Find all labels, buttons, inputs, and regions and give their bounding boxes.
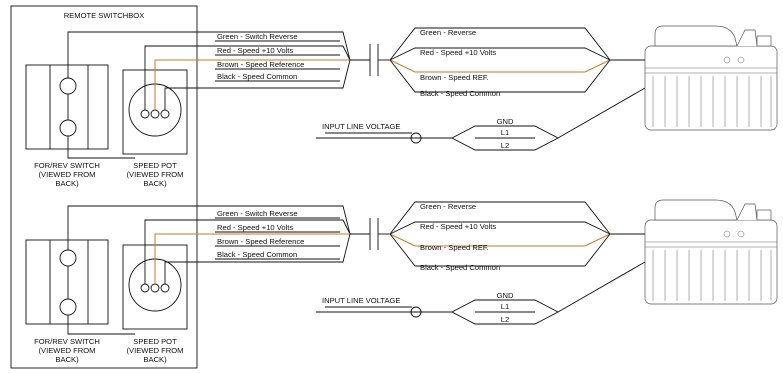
input-line-voltage-label: INPUT LINE VOLTAGE	[322, 296, 401, 305]
switch-label-3: BACK)	[55, 355, 79, 364]
for-rev-switch	[25, 64, 109, 150]
switchbox-wire-3: Brown - Speed Reference	[217, 237, 304, 246]
power-wire-gnd: GND	[497, 117, 514, 126]
switchbox-wire-2: Red - Speed +10 Volts	[217, 223, 293, 232]
motor-wire-2: Red - Speed +10 Volts	[420, 222, 496, 231]
motor-wire-4: Black - Speed Common	[420, 89, 500, 98]
switchbox-wire-2: Red - Speed +10 Volts	[217, 46, 293, 55]
power-wire-l1: L1	[501, 128, 509, 137]
pot-label-1: SPEED POT	[133, 161, 177, 170]
switch-label-1: FOR/REV SWITCH	[34, 337, 100, 346]
channel-1: Green - Switch Reverse Red - Speed +10 V…	[25, 25, 778, 188]
input-line-voltage-label: INPUT LINE VOLTAGE	[322, 122, 401, 131]
motor-unit-1	[644, 25, 778, 131]
switch-label-3: BACK)	[55, 179, 79, 188]
for-rev-switch	[25, 239, 109, 325]
pot-label-3: BACK)	[143, 179, 167, 188]
switchbox-outline	[10, 5, 198, 369]
motor-wire-2: Red - Speed +10 Volts	[420, 48, 496, 57]
switchbox-wire-1: Green - Switch Reverse	[217, 209, 298, 218]
switch-label-2: (VIEWED FROM	[39, 346, 96, 355]
motor-wire-1: Green - Reverse	[420, 202, 476, 211]
motor-wire-3: Brown - Speed REF.	[420, 243, 489, 252]
pot-label-3: BACK)	[143, 355, 167, 364]
switchbox-wire-1: Green - Switch Reverse	[217, 32, 298, 41]
channel-2: Green - Switch Reverse Red - Speed +10 V…	[25, 199, 778, 364]
pot-label-2: (VIEWED FROM	[127, 346, 184, 355]
switch-label-2: (VIEWED FROM	[39, 170, 96, 179]
switch-label-1: FOR/REV SWITCH	[34, 161, 100, 170]
pot-label-2: (VIEWED FROM	[127, 170, 184, 179]
pot-label-1: SPEED POT	[133, 337, 177, 346]
power-wire-l2: L2	[501, 141, 509, 150]
motor-unit-2	[644, 199, 778, 305]
motor-wire-4: Black - Speed Common	[420, 263, 500, 272]
switchbox-title: REMOTE SWITCHBOX	[64, 11, 145, 20]
motor-wire-1: Green - Reverse	[420, 28, 476, 37]
power-wire-l1: L1	[501, 302, 509, 311]
power-wire-l2: L2	[501, 315, 509, 324]
switchbox-wire-3: Brown - Speed Reference	[217, 60, 304, 69]
switchbox-wire-4: Black - Speed Common	[217, 72, 297, 81]
power-wire-gnd: GND	[497, 291, 514, 300]
motor-wire-3: Brown - Speed REF.	[420, 73, 489, 82]
switchbox-wire-4: Black - Speed Common	[217, 250, 297, 259]
